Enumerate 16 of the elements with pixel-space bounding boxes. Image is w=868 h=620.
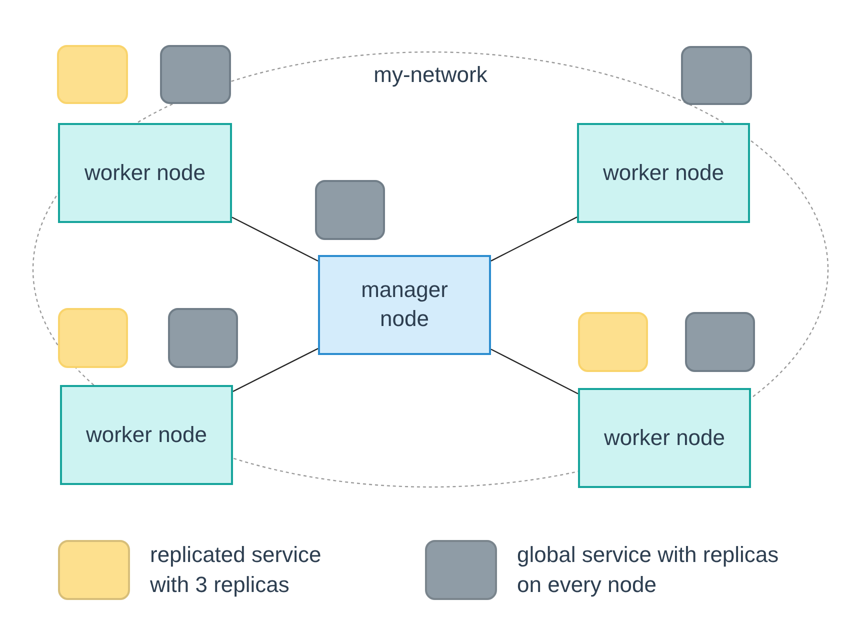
connector-line [490, 216, 578, 262]
connector-line [490, 348, 578, 394]
connector-line [232, 216, 318, 262]
global-service-tile [685, 312, 755, 372]
global-service-tile [681, 46, 752, 105]
replicated-service-tile [57, 45, 128, 104]
global-service-tile [315, 180, 385, 240]
manager-node-box: manager node [318, 255, 491, 355]
replicated-service-tile [578, 312, 648, 372]
global-service-tile [160, 45, 231, 104]
connector-line [232, 348, 318, 392]
legend-text: replicated service with 3 replicas [150, 541, 322, 599]
network-label: my-network [374, 62, 488, 88]
legend-text: global service with replicas on every node [517, 541, 780, 599]
global-service-tile [168, 308, 238, 368]
worker-node-box: worker node [60, 385, 233, 485]
